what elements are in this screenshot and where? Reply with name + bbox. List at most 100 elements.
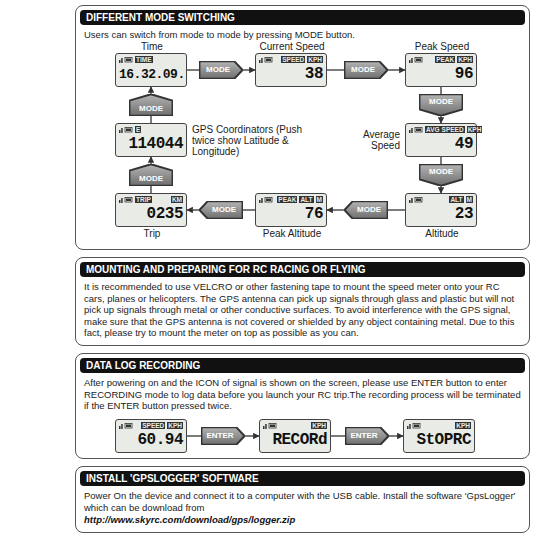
battery-fill — [266, 59, 271, 62]
lcd-screen: TimeTIME16.32.09. — [115, 53, 187, 87]
lcd-digits: 0235 — [116, 204, 186, 225]
signal-bar — [409, 60, 411, 63]
mode-connector — [243, 209, 255, 210]
battery-body — [415, 128, 422, 133]
mode-connector — [150, 87, 151, 94]
signal-bar — [121, 424, 123, 429]
download-url: http://www.skyrc.com/download/gps/logger… — [84, 514, 521, 526]
mode-connector — [150, 157, 151, 164]
lcd-digits: 60.94 — [116, 430, 186, 451]
signal-bar — [119, 200, 121, 203]
lcd-indicator: AVG — [425, 126, 441, 133]
signal-battery-icon — [263, 422, 277, 429]
lcd-indicator: SPEED — [141, 422, 165, 429]
signal-battery-icon — [119, 56, 133, 63]
signal-bar — [119, 60, 121, 63]
button-label: MODE — [199, 61, 243, 79]
signal-bar — [119, 426, 121, 429]
button-label: ENTER — [345, 427, 389, 445]
mode-connector — [440, 87, 441, 94]
signal-bar — [259, 60, 261, 63]
lcd-indicator: KPH — [457, 56, 473, 63]
signal-battery-icon — [259, 56, 273, 63]
mode-connector — [440, 116, 441, 123]
lcd-indicator: KPH — [167, 422, 183, 429]
signal-bar — [409, 200, 411, 203]
button-label: MODE — [419, 94, 463, 109]
lcd-left-group — [409, 196, 423, 203]
lcd-indicator-strip: SPEEDKPH — [116, 420, 186, 430]
lcd-indicator: SPEED — [281, 56, 305, 63]
lcd-indicator-strip: AVGSPEEDKPH — [406, 124, 476, 134]
battery-body — [415, 58, 422, 63]
button-outline — [199, 201, 242, 219]
mode-caption: Peak Speed — [382, 41, 502, 52]
lcd-screen: TripTRIPKM0235 — [115, 193, 187, 227]
mode-button: MODE — [199, 201, 243, 219]
button-label: MODE — [419, 164, 463, 179]
lcd-screen: Peak AltitudePEAKALTM76 — [255, 193, 327, 227]
battery-body — [125, 58, 132, 63]
signal-battery-icon — [407, 422, 421, 429]
lcd-indicator: ALT — [299, 196, 313, 203]
lcd-left-group: TIME — [119, 56, 153, 63]
lcd-indicator: KPH — [307, 56, 323, 63]
mode-connector — [187, 69, 199, 70]
battery-fill — [414, 425, 419, 428]
lcd-indicator-strip: ALTM — [406, 194, 476, 204]
mode-connector — [327, 69, 344, 70]
battery-fill — [126, 129, 131, 132]
lcd-right-group: SPEEDKPH — [281, 56, 323, 63]
lcd-indicator-strip: PEAKKPH — [406, 54, 476, 64]
mode-caption: Trip — [92, 228, 212, 239]
section-panel: DATA LOG RECORDINGAfter powering on and … — [75, 353, 530, 459]
button-outline — [345, 427, 388, 445]
signal-battery-icon — [119, 422, 133, 429]
lcd-indicator: KM — [171, 196, 183, 203]
signal-battery-icon — [409, 196, 423, 203]
mode-connector — [331, 435, 345, 436]
section-panel: MOUNTING AND PREPARING FOR RC RACING OR … — [75, 257, 530, 346]
mode-button: MODE — [344, 201, 388, 219]
button-outline — [344, 201, 387, 219]
battery-fill — [416, 59, 421, 62]
button-outline — [344, 61, 387, 79]
signal-bar — [411, 128, 413, 133]
lcd-indicator: SPEED — [441, 126, 465, 133]
mode-button: MODE — [344, 61, 388, 79]
button-outline — [419, 94, 462, 116]
lcd-indicator: KPH — [311, 422, 327, 429]
section-header: INSTALL 'GPSLOGGER' SOFTWARE — [80, 471, 525, 486]
battery-fill — [270, 425, 275, 428]
lcd-left-group: AVG — [409, 126, 441, 133]
lcd-digits: StOPRC — [404, 430, 474, 451]
lcd-indicator-strip: TRIP KM — [116, 194, 186, 204]
lcd-indicator: KPH — [455, 422, 471, 429]
signal-battery-icon — [119, 196, 133, 203]
lcd-indicator-strip: E — [116, 124, 186, 134]
lcd-screen: KPHStOPRC — [403, 419, 475, 453]
lcd-indicator: PEAK — [277, 196, 297, 203]
mode-connector — [243, 69, 255, 70]
signal-bar — [121, 58, 123, 63]
button-label: MODE — [199, 201, 243, 219]
lcd-right-group: KPH — [311, 422, 327, 429]
lcd-digits: RECORd — [260, 430, 330, 451]
signal-bar — [411, 58, 413, 63]
mode-caption: GPS Coordinators (Push twice show Latitu… — [192, 124, 310, 157]
battery-fill — [266, 199, 271, 202]
section-panel: DIFFERENT MODE SWITCHINGUsers can switch… — [75, 5, 530, 250]
signal-battery-icon — [259, 196, 273, 203]
lcd-indicator: KPH — [467, 126, 483, 133]
lcd-right-group: PEAKALTM — [277, 196, 323, 203]
lcd-left-group — [259, 196, 273, 203]
lcd-screen: AltitudeALTM23 — [405, 193, 477, 227]
lcd-digits: 23 — [406, 204, 476, 225]
signal-bar — [121, 198, 123, 203]
mode-button: MODE — [199, 61, 243, 79]
lcd-screen: KPHRECORd — [259, 419, 331, 453]
lcd-left-group: TRIP — [119, 196, 152, 203]
battery-fill — [126, 59, 131, 62]
battery-body — [125, 128, 132, 133]
